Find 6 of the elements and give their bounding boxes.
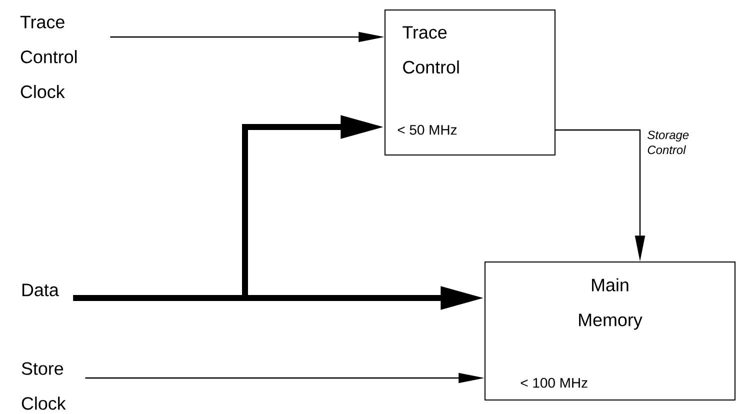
input-label: Store Clock: [22, 362, 66, 410]
input-label: Data: [22, 284, 59, 296]
process-box: Trace Control < 50 MHz: [384, 10, 556, 156]
input-label: Trace Control Clock: [20, 16, 77, 98]
edge-label: Storage Control: [648, 130, 689, 154]
process-box: Main Memory < 100 MHz: [484, 262, 736, 400]
